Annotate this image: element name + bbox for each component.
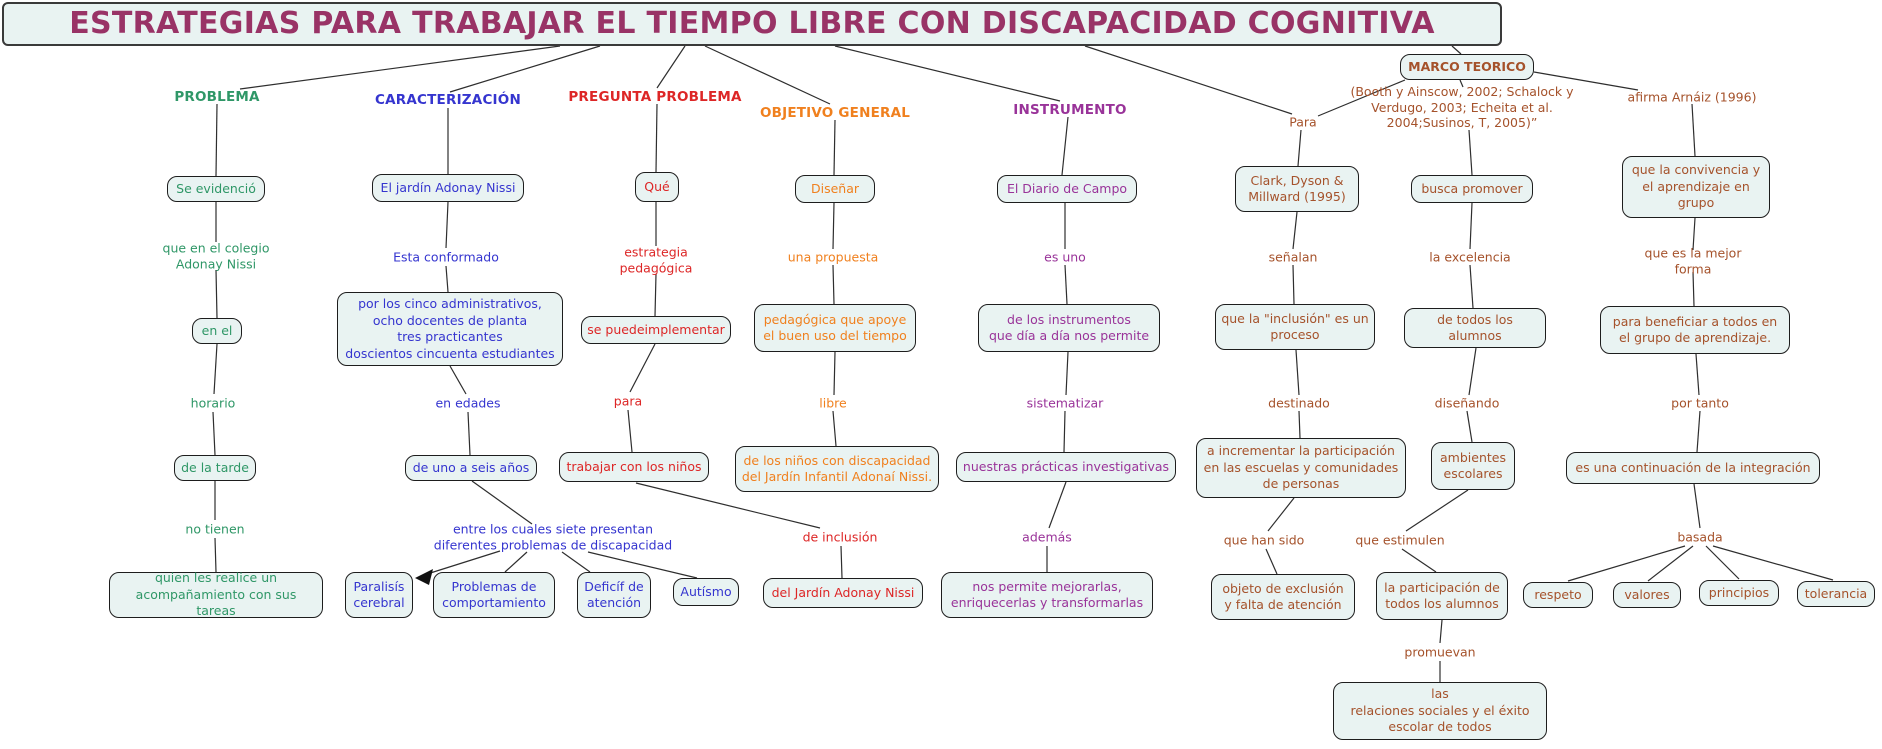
node-es-una-continuacion[interactable]: es una continuación de la integración [1566, 452, 1820, 484]
node-marco-teorico[interactable]: MARCO TEORICO [1400, 54, 1534, 80]
label-una-propuesta: una propuesta [787, 249, 879, 265]
node-el-jardin-adonay-nissi[interactable]: El jardín Adonay Nissi [372, 174, 524, 202]
label-no-tienen: no tienen [185, 521, 245, 537]
node-nos-permite-mejorarlas[interactable]: nos permite mejorarlas, enriquecerlas y … [941, 572, 1153, 618]
label-de-inclusion: de inclusión [802, 529, 878, 545]
node-en-el[interactable]: en el [192, 318, 242, 344]
label-ademas: además [1022, 529, 1072, 545]
label-la-excelencia: la excelencia [1429, 249, 1511, 265]
node-tolerancia[interactable]: tolerancia [1797, 581, 1875, 607]
label-entre-los-cuales: entre los cuales siete presentan diferen… [433, 521, 673, 553]
label-por-tanto: por tanto [1671, 395, 1729, 411]
node-la-participacion[interactable]: la participación de todos los alumnos [1376, 572, 1508, 620]
node-ambientes-escolares[interactable]: ambientes escolares [1431, 442, 1515, 490]
node-de-los-instrumentos[interactable]: de los instrumentos que día a día nos pe… [978, 304, 1160, 352]
node-diario-de-campo[interactable]: El Diario de Campo [997, 175, 1137, 203]
node-de-todos-los-alumnos[interactable]: de todos los alumnos [1404, 308, 1546, 348]
label-basada: basada [1677, 529, 1723, 545]
node-que-la-inclusion[interactable]: que la "inclusión" es un proceso [1215, 304, 1375, 350]
label-libre: libre [819, 395, 847, 411]
label-senalan: señalan [1268, 249, 1318, 265]
node-problemas-comportamiento[interactable]: Problemas de comportamiento [433, 572, 555, 618]
label-afirma-arnaiz: afirma Arnáiz (1996) [1627, 89, 1757, 105]
label-horario: horario [190, 395, 236, 411]
label-que-en-el-colegio: que en el colegio Adonay Nissi [162, 240, 270, 272]
node-trabajar-con-ninos[interactable]: trabajar con los niños [559, 452, 709, 482]
node-autismo[interactable]: Autísmo [673, 578, 739, 606]
label-sistematizar: sistematizar [1026, 395, 1104, 411]
node-de-la-tarde[interactable]: de la tarde [174, 455, 256, 481]
node-deficit-atencion[interactable]: Deficíf de atención [577, 572, 651, 618]
label-que-estimulen: que estimulen [1355, 532, 1445, 548]
label-destinado: destinado [1268, 395, 1330, 411]
node-objeto-exclusion[interactable]: objeto de exclusión y falta de atención [1211, 574, 1355, 620]
node-las-relaciones[interactable]: las relaciones sociales y el éxito escol… [1333, 682, 1547, 740]
node-principios[interactable]: principios [1699, 580, 1779, 606]
label-esta-conformado: Esta conformado [393, 249, 499, 265]
node-a-incrementar[interactable]: a incrementar la participación en las es… [1196, 438, 1406, 498]
node-valores[interactable]: valores [1613, 582, 1681, 608]
node-para-beneficiar[interactable]: para beneficiar a todos en el grupo de a… [1600, 306, 1790, 354]
node-nuestras-practicas[interactable]: nuestras prácticas investigativas [956, 452, 1176, 482]
node-del-jardin-adonay-nissi[interactable]: del Jardín Adonay Nissi [763, 578, 923, 608]
node-por-los-cinco-administrativos[interactable]: por los cinco administrativos, ocho doce… [337, 292, 563, 366]
node-que[interactable]: Qué [635, 172, 679, 202]
node-se-puedeimplementar[interactable]: se puedeimplementar [581, 316, 731, 344]
node-de-uno-a-seis-anos[interactable]: de uno a seis años [405, 455, 537, 481]
label-que-es-la-mejor: que es la mejor forma [1644, 245, 1742, 277]
label-disenando: diseñando [1434, 395, 1500, 411]
label-es-uno: es uno [1044, 249, 1086, 265]
arrowhead [415, 569, 433, 585]
branch-header-objetivo-general: OBJETIVO GENERAL [759, 105, 911, 121]
node-busca-promover[interactable]: busca promover [1411, 175, 1533, 203]
map-title[interactable]: ESTRATEGIAS PARA TRABAJAR EL TIEMPO LIBR… [2, 2, 1502, 46]
node-de-los-ninos-discapacidad[interactable]: de los niños con discapacidad del Jardín… [735, 446, 939, 492]
node-quien-les-realice[interactable]: quien les realice un acompañamiento con … [109, 570, 323, 618]
node-se-evidencio[interactable]: Se evidenció [167, 176, 265, 202]
node-disenar[interactable]: Diseñar [795, 175, 875, 203]
branch-header-problema: PROBLEMA [174, 89, 260, 105]
node-paralisis-cerebral[interactable]: Paralisís cerebral [345, 572, 413, 618]
label-para-link: Para [1289, 114, 1317, 130]
branch-header-caracterizacion: CARACTERIZACIÓN [375, 92, 521, 108]
node-respeto[interactable]: respeto [1523, 582, 1593, 608]
node-pedagogica-que-apoye[interactable]: pedagógica que apoye el buen uso del tie… [754, 304, 916, 352]
label-para: para [613, 393, 643, 409]
branch-header-pregunta-problema: PREGUNTA PROBLEMA [568, 89, 742, 105]
label-estrategia-pedagogica: estrategia pedagógica [619, 244, 693, 276]
label-citation: (Booth y Ainscow, 2002; Schalock y Verdu… [1350, 83, 1574, 130]
node-clark-dyson-millward[interactable]: Clark, Dyson & Millward (1995) [1235, 166, 1359, 212]
label-promuevan: promuevan [1404, 644, 1476, 660]
node-que-la-convivencia[interactable]: que la convivencia y el aprendizaje en g… [1622, 156, 1770, 218]
label-en-edades: en edades [435, 395, 501, 411]
label-que-han-sido: que han sido [1223, 532, 1305, 548]
branch-header-instrumento: INSTRUMENTO [1013, 102, 1127, 118]
